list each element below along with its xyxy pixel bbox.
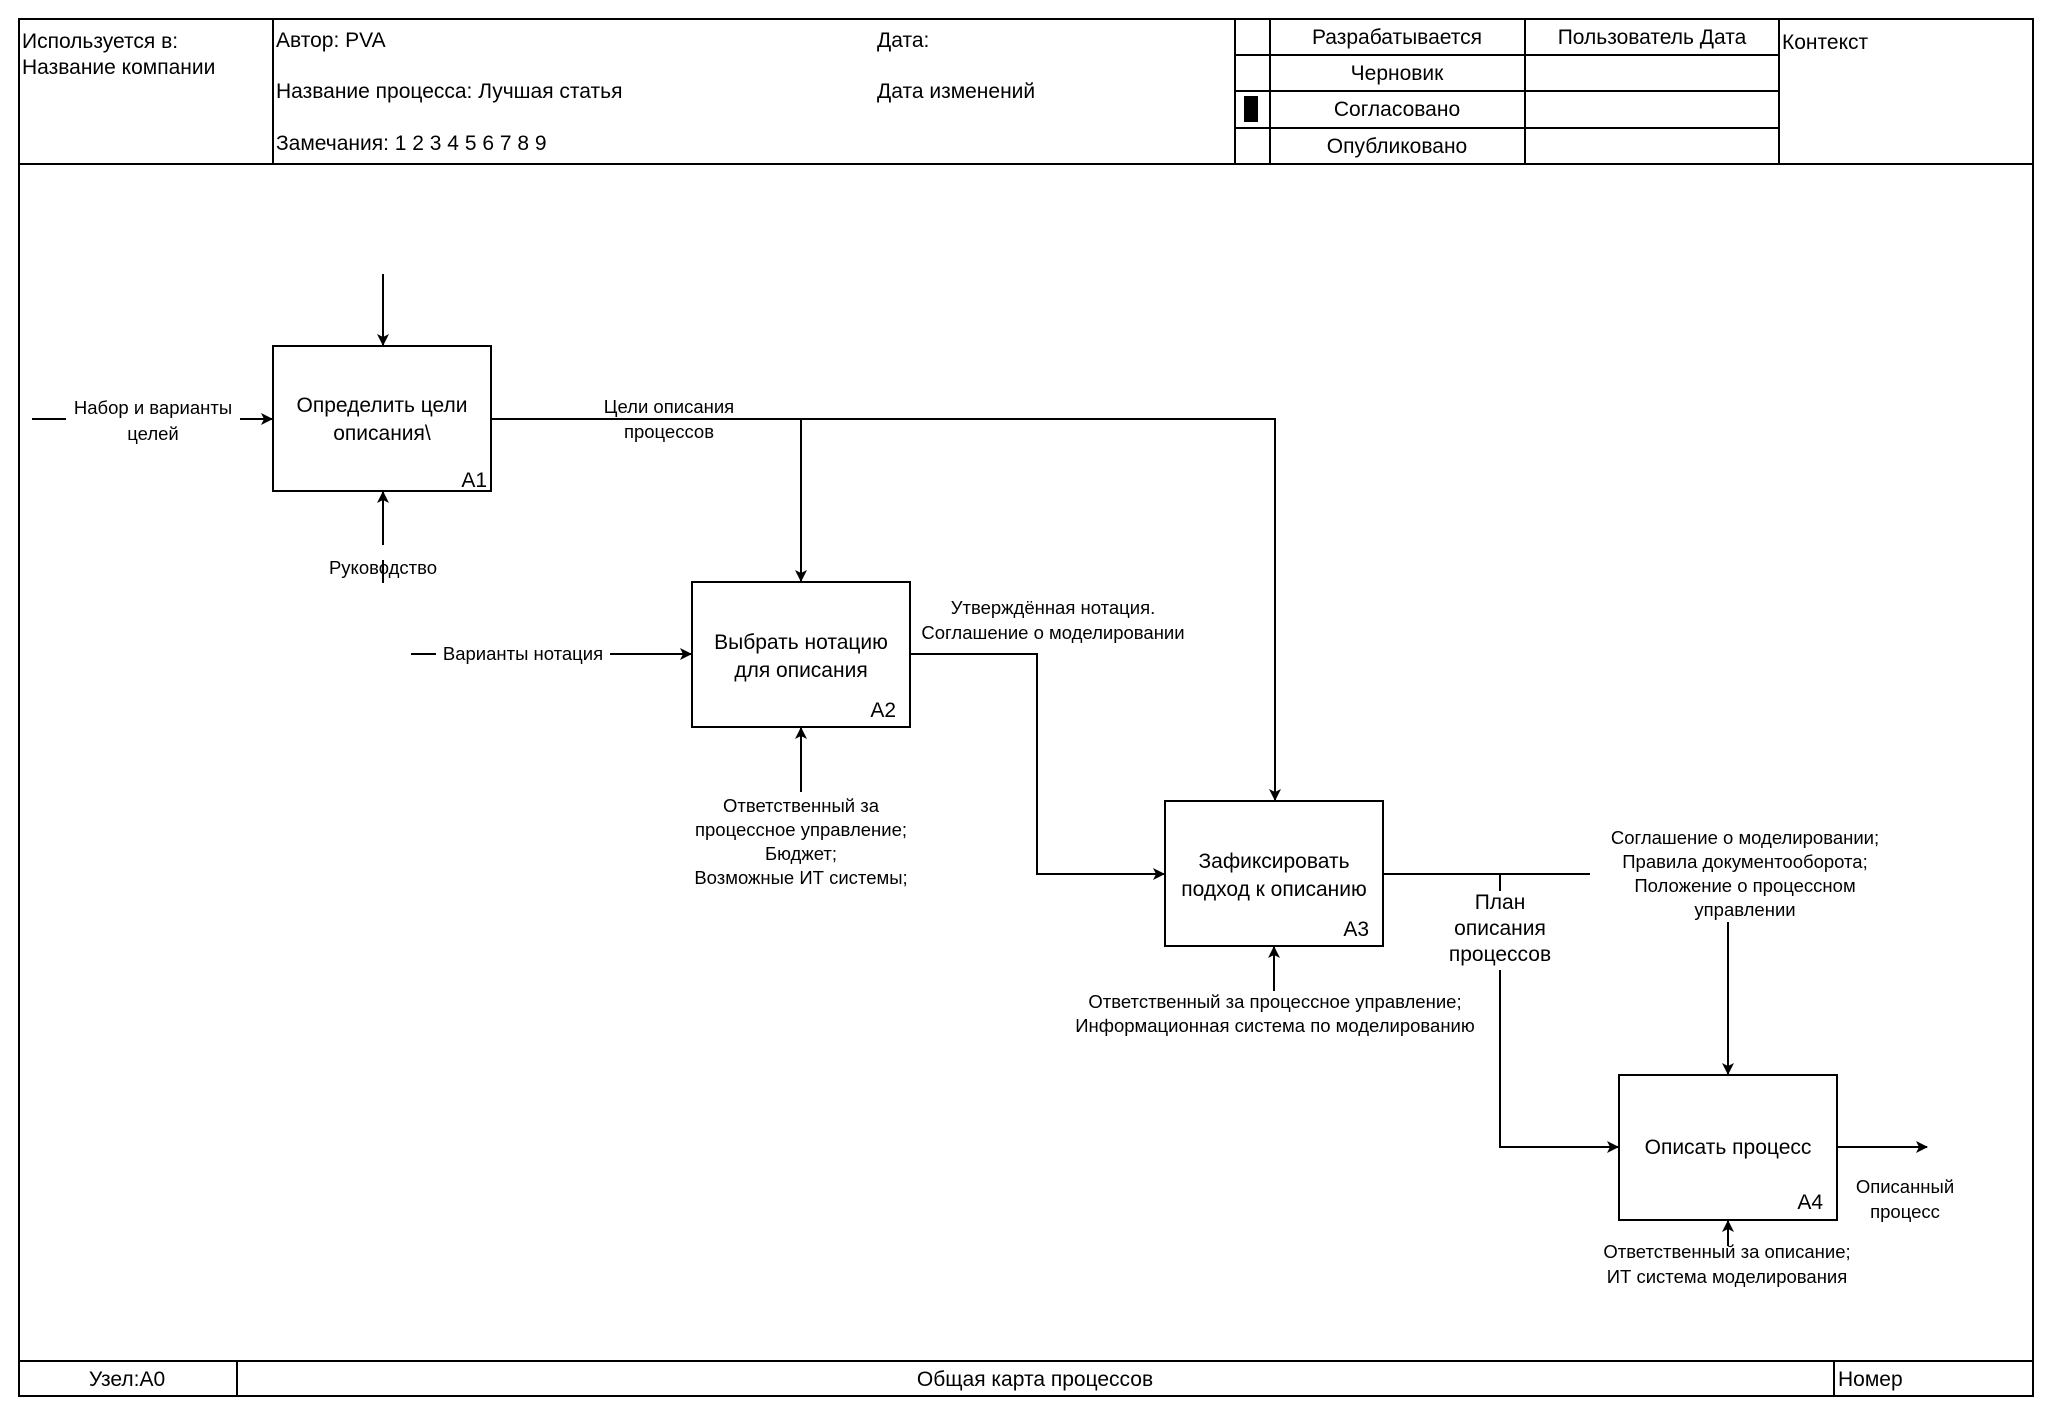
label-a3-output-line4: управлении [1694, 899, 1795, 920]
label-a3-mechanism-line2: Информационная система по моделированию [1075, 1015, 1475, 1036]
header-block: Используется в: Название компании Автор:… [22, 19, 1868, 164]
activity-a4-title: Описать процесс [1645, 1136, 1812, 1159]
label-notation-variants: Варианты нотация [443, 643, 603, 664]
status-draft: Черновик [1351, 62, 1445, 85]
date: Дата: [877, 29, 929, 52]
label-described-line1: Описанный [1856, 1176, 1954, 1197]
status-recommended: Согласовано [1334, 98, 1460, 121]
activity-a1-number: A1 [461, 469, 487, 492]
arrow-a1-output-to-a3[interactable] [491, 418, 1281, 801]
label-goals-input-line1: Набор и варианты [74, 397, 232, 418]
label-plan-line3: процессов [1449, 943, 1551, 966]
activity-a1[interactable]: Определить цели описания\ A1 [272, 345, 492, 492]
used-in-value: Название компании [22, 56, 215, 79]
label-a2-mechanism-line2: процессное управление; [695, 819, 907, 840]
label-a2-mechanism-line1: Ответственный за [723, 795, 880, 816]
activity-a2-number: A2 [870, 699, 896, 722]
label-a2-mechanism-line4: Возможные ИТ системы; [694, 867, 907, 888]
label-goals-output-line1: Цели описания [604, 396, 734, 417]
sheet-frame [18, 18, 2034, 1397]
footer-title: Общая карта процессов [917, 1368, 1153, 1391]
used-in-label: Используется в: [22, 30, 178, 53]
activity-a1-title-line2: описания\ [333, 422, 431, 445]
activity-a1-title-line1: Определить цели [297, 394, 468, 417]
status-working: Разрабатывается [1312, 26, 1482, 49]
arrow-a2-output[interactable] [910, 653, 1165, 880]
label-a4-mechanism-line2: ИТ система моделирования [1607, 1266, 1848, 1287]
label-goals-output-line2: процессов [624, 421, 714, 442]
label-plan-line2: описания [1454, 917, 1546, 940]
footer-number: Номер [1838, 1368, 1903, 1391]
arrow-plan-to-a4[interactable] [1499, 970, 1619, 1153]
label-a4-mechanism-line1: Ответственный за описание; [1603, 1241, 1850, 1262]
process-name: Название процесса: Лучшая статья [276, 80, 622, 103]
label-approved-notation-line2: Соглашение о моделировании [921, 622, 1184, 643]
author: Автор: PVA [276, 29, 386, 52]
status-selected-marker [1244, 96, 1258, 122]
change-date: Дата изменений [877, 80, 1035, 103]
remarks: Замечания: 1 2 3 4 5 6 7 8 9 [276, 132, 547, 155]
user-date: Пользователь Дата [1558, 26, 1747, 49]
arrows [32, 274, 1928, 1246]
context-label: Контекст [1782, 31, 1868, 54]
footer-node: Узел:A0 [89, 1368, 165, 1391]
activity-a3-number: A3 [1343, 918, 1369, 941]
activity-a4[interactable]: Описать процесс A4 [1618, 1074, 1838, 1221]
label-described-line2: процесс [1870, 1201, 1940, 1222]
label-goals-input-line2: целей [127, 423, 178, 444]
activity-a2[interactable]: Выбрать нотацию для описания A2 [691, 581, 911, 728]
activity-a3-title-line2: подход к описанию [1181, 878, 1366, 901]
label-a3-output-line2: Правила документооборота; [1622, 851, 1868, 872]
activity-a3[interactable]: Зафиксировать подход к описанию A3 [1164, 800, 1384, 947]
label-a2-mechanism-line3: Бюджет; [765, 843, 837, 864]
footer-block: Узел:A0 Общая карта процессов Номер [89, 1361, 1903, 1396]
label-plan-line1: План [1475, 891, 1526, 914]
activity-a4-number: A4 [1797, 1191, 1823, 1214]
label-a3-output-line3: Положение о процессном [1634, 875, 1855, 896]
label-management: Руководство [329, 557, 437, 578]
activity-a2-title-line1: Выбрать нотацию [714, 631, 888, 654]
status-published: Опубликовано [1327, 135, 1468, 158]
label-a3-output-line1: Соглашение о моделировании; [1611, 827, 1879, 848]
label-approved-notation-line1: Утверждённая нотация. [951, 597, 1156, 618]
activity-a2-title-line2: для описания [734, 659, 867, 682]
arrow-labels: Набор и варианты целей Руководство Цели … [74, 396, 1954, 1287]
label-a3-mechanism-line1: Ответственный за процессное управление; [1088, 991, 1461, 1012]
activity-a3-title-line1: Зафиксировать [1198, 850, 1349, 873]
